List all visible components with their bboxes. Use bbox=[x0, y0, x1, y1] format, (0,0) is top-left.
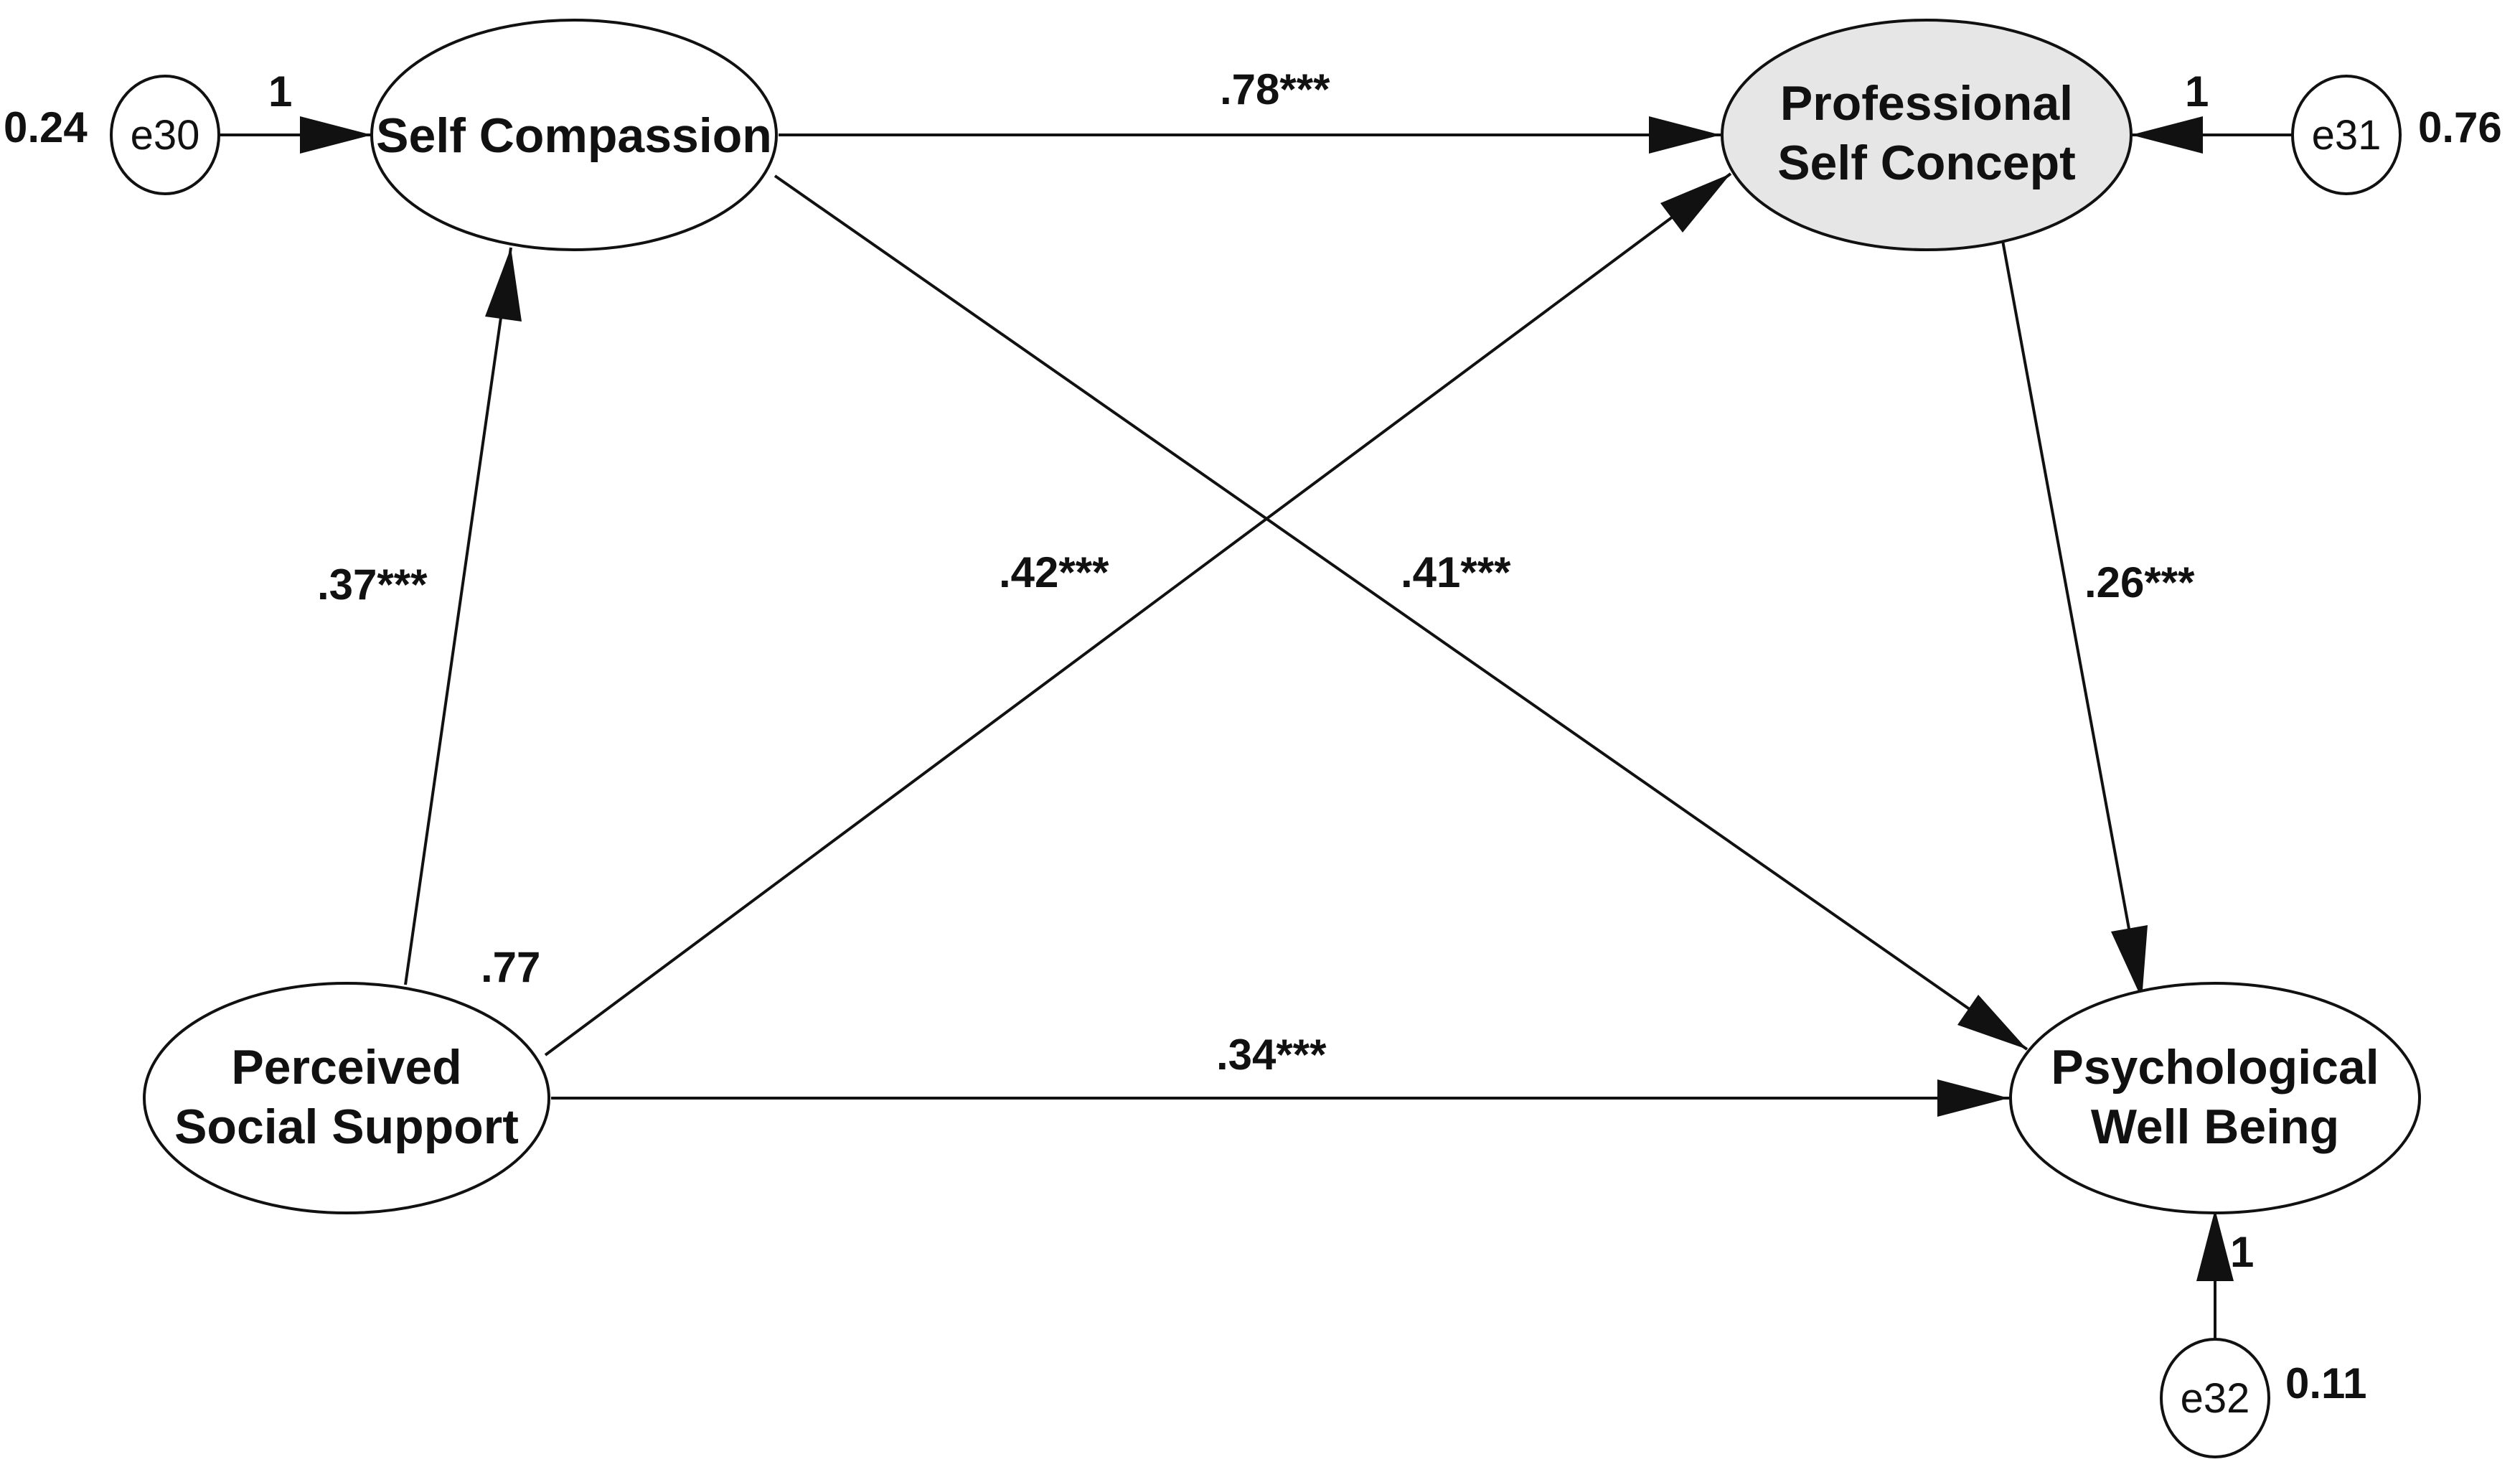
perceived-social-support-ellipse bbox=[143, 982, 550, 1214]
path-arrows bbox=[219, 116, 2293, 1341]
coef-pss-to-pwb: .34*** bbox=[1216, 1031, 1327, 1079]
e32-loading: 1 bbox=[2230, 1228, 2254, 1276]
e32-circle bbox=[2160, 1338, 2270, 1458]
arrow-psc-to-pwb bbox=[2001, 236, 2143, 1000]
error-term-e30: e30 bbox=[110, 75, 220, 195]
psychological-well-being-label-line1: Psychological bbox=[2051, 1040, 2379, 1095]
professional-self-concept-label-line1: Professional bbox=[1780, 76, 2073, 131]
e30-variance: 0.24 bbox=[4, 103, 88, 151]
arrowhead-pss-to-psc bbox=[1660, 174, 1731, 233]
self-compassion-label: Self Compassion bbox=[376, 108, 772, 163]
e32-label: e32 bbox=[2181, 1375, 2250, 1422]
coef-psc-to-pwb: .26*** bbox=[2084, 558, 2195, 606]
e30-circle bbox=[110, 75, 220, 195]
coef-pss-to-psc: .42*** bbox=[999, 548, 1109, 596]
arrowhead-e32 bbox=[2196, 1209, 2234, 1281]
coef-sc-to-psc: .78*** bbox=[1220, 65, 1330, 113]
professional-self-concept-label-line2: Self Concept bbox=[1777, 136, 2076, 190]
node-self-compassion: Self Compassion bbox=[370, 19, 778, 251]
arrowhead-e30 bbox=[300, 116, 372, 154]
arrowhead-psc-to-pwb bbox=[2111, 925, 2148, 999]
node-perceived-social-support: Perceived Social Support bbox=[143, 982, 550, 1214]
professional-self-concept-ellipse bbox=[1721, 19, 2133, 251]
e31-variance: 0.76 bbox=[2418, 103, 2502, 151]
e31-circle bbox=[2291, 75, 2402, 195]
arrow-sc-to-pwb bbox=[774, 174, 2028, 1051]
self-compassion-ellipse bbox=[370, 19, 778, 251]
coef-pss-to-sc: .37*** bbox=[317, 561, 428, 609]
e32-variance: 0.11 bbox=[2285, 1359, 2366, 1407]
e30-loading: 1 bbox=[268, 67, 292, 116]
arrowhead-pss-to-sc bbox=[485, 248, 522, 322]
e31-loading: 1 bbox=[2185, 67, 2209, 116]
e30-label: e30 bbox=[131, 112, 200, 159]
node-psychological-well-being: Psychological Well Being bbox=[2009, 982, 2421, 1214]
arrow-pss-to-sc bbox=[404, 247, 512, 985]
psychological-well-being-label-line2: Well Being bbox=[2091, 1100, 2339, 1154]
arrowhead-sc-to-psc bbox=[1649, 116, 1721, 154]
arrowhead-e31 bbox=[2131, 116, 2203, 154]
arrowhead-pss-to-pwb bbox=[1937, 1079, 2009, 1117]
perceived-social-support-label-line1: Perceived bbox=[231, 1040, 461, 1095]
arrowhead-sc-to-pwb bbox=[1957, 995, 2027, 1049]
error-term-e32: e32 bbox=[2160, 1338, 2270, 1458]
coef-sc-to-pwb: .41*** bbox=[1401, 548, 1511, 596]
arrow-pss-to-psc bbox=[544, 172, 1732, 1056]
e31-label: e31 bbox=[2312, 112, 2382, 159]
error-term-e31: e31 bbox=[2291, 75, 2402, 195]
node-professional-self-concept: Professional Self Concept bbox=[1721, 19, 2133, 251]
psychological-well-being-ellipse bbox=[2009, 982, 2421, 1214]
perceived-social-support-label-line2: Social Support bbox=[174, 1100, 519, 1154]
pss-r-squared: .77 bbox=[481, 943, 540, 991]
